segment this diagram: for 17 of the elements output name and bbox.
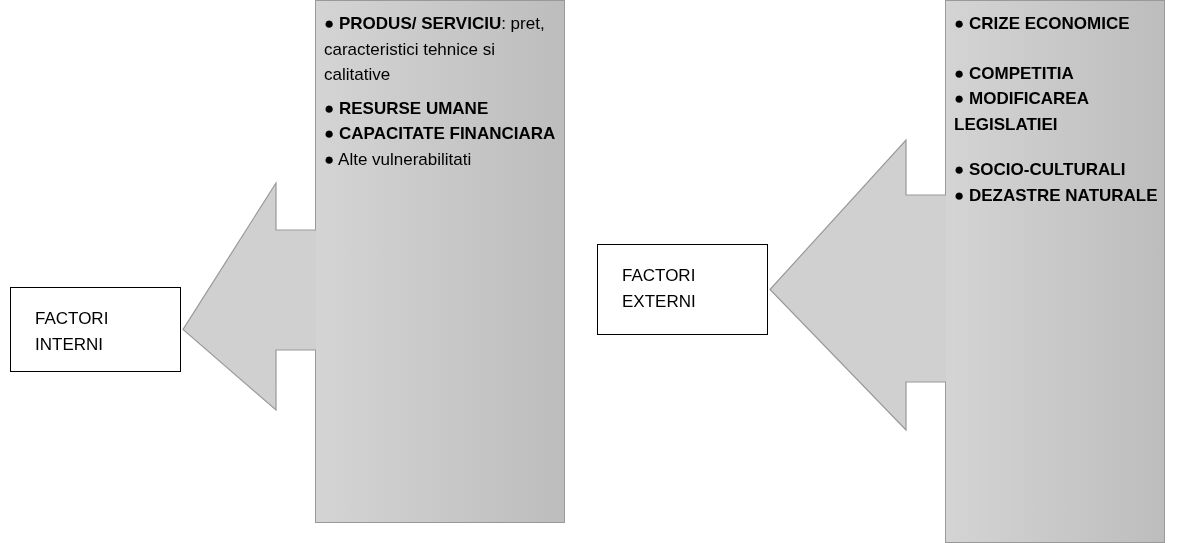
list-item: ● DEZASTRE NATURALE [954,184,1158,207]
factor-box [10,287,181,372]
list-item: ● PRODUS/ SERVICIU: pret, caracteristici tehnice si calitative [324,13,546,86]
list-item: ● COMPETITIA [954,62,1075,85]
box-label: FACTORI EXTERNI [622,265,697,314]
list-item: ● MODIFICAREA LEGISLATIEI [954,88,1090,136]
list-item: ● CRIZE ECONOMICE [954,13,1131,35]
list-item: ● RESURSE UMANE [324,97,490,120]
factor-box [597,244,768,335]
box-label: FACTORI INTERNI [35,308,110,357]
list-item: ● Alte vulnerabilitati [324,148,473,171]
block-arrow [769,138,947,432]
factor-list-panel [315,0,565,523]
factor-list-panel [945,0,1165,543]
list-item: ● SOCIO-CULTURALI [954,159,1127,181]
block-arrow [182,180,317,412]
list-item: ● CAPACITATE FINANCIARA [324,123,557,145]
